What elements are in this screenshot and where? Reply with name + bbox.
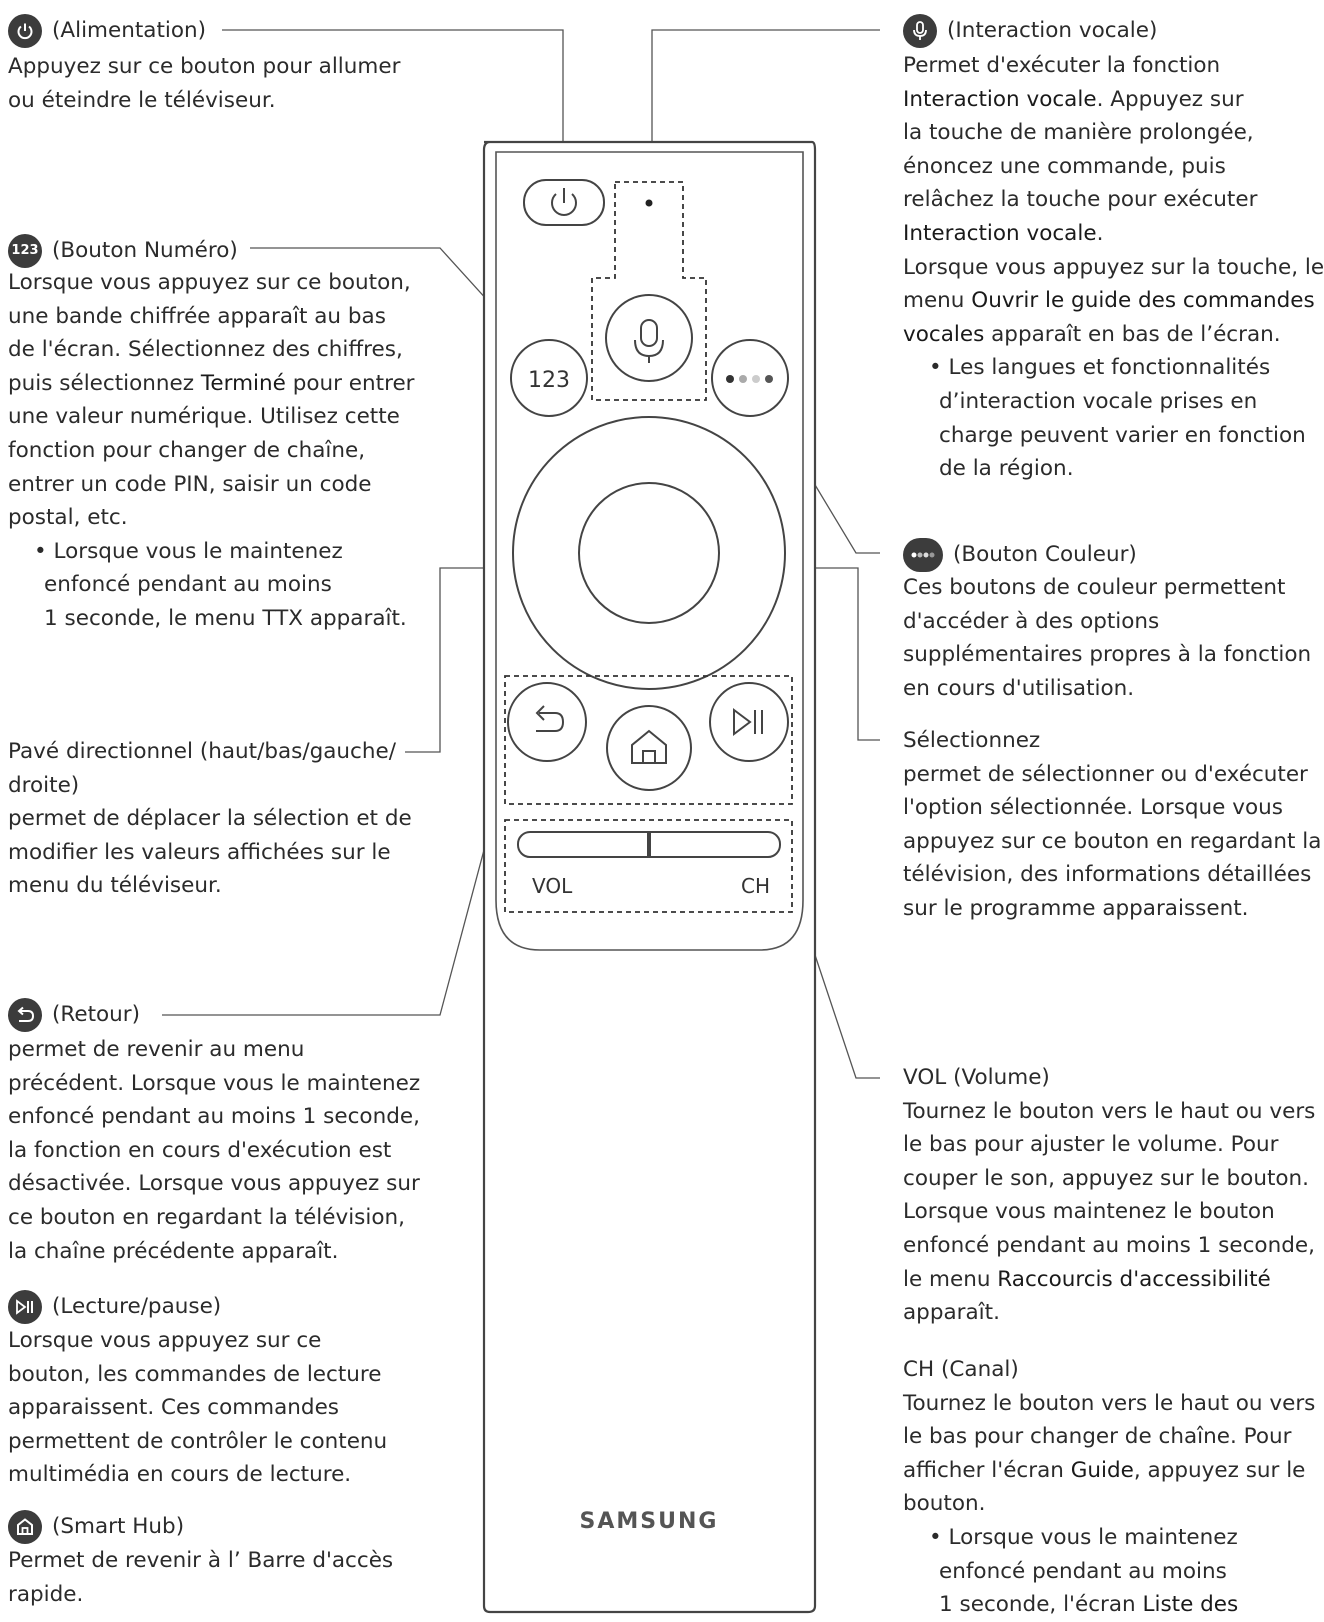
number-heading: 123 (Bouton Numéro)	[8, 234, 238, 268]
color-heading: (Bouton Couleur)	[903, 538, 1137, 572]
number-button-label: 123	[528, 368, 570, 393]
back-title: (Retour)	[52, 1002, 141, 1027]
back-desc: permet de revenir au menu précédent. Lor…	[8, 1037, 421, 1264]
power-desc: Appuyez sur ce bouton pour allumer ou ét…	[8, 54, 401, 113]
number-icon: 123	[8, 234, 42, 268]
color-button[interactable]	[711, 339, 789, 417]
voice-desc: Permet d'exécuter la fonction Interactio…	[903, 53, 1324, 482]
mic-dot	[645, 199, 653, 207]
vol-callout-line	[799, 909, 880, 1079]
color-desc: Ces boutons de couleur permettent d'accé…	[903, 575, 1312, 701]
home-button[interactable]	[606, 705, 692, 791]
remote-control: 123 VOL CH SAMSUNG	[482, 140, 817, 1614]
power-icon	[8, 14, 42, 48]
microphone-icon	[903, 14, 937, 48]
number-button[interactable]: 123	[510, 339, 588, 417]
back-heading: (Retour)	[8, 998, 140, 1032]
power-button[interactable]	[523, 179, 605, 226]
voice-zone-outline	[591, 181, 707, 401]
hub-heading: (Smart Hub)	[8, 1510, 184, 1544]
nav-buttons-zone	[504, 675, 793, 805]
play-pause-button[interactable]	[709, 682, 789, 762]
vol-title: VOL (Volume)	[903, 1065, 1050, 1090]
voice-button[interactable]	[605, 294, 693, 382]
brand-logo: SAMSUNG	[580, 1509, 719, 1534]
play-pause-icon	[8, 1290, 42, 1324]
play-title: (Lecture/pause)	[52, 1294, 222, 1319]
voice-heading: (Interaction vocale)	[903, 14, 1157, 48]
back-button[interactable]	[507, 682, 587, 762]
color-title: (Bouton Couleur)	[953, 542, 1137, 567]
back-icon	[8, 998, 42, 1032]
hub-desc: Permet de revenir à l’ Barre d'accès rap…	[8, 1548, 394, 1607]
voice-title: (Interaction vocale)	[947, 18, 1158, 43]
vol-desc: VOL (Volume) Tournez le bouton vers le h…	[903, 1061, 1315, 1330]
dpad-desc: Pavé directionnel (haut/bas/gauche/ droi…	[8, 739, 412, 899]
voice-callout-line	[651, 29, 880, 180]
remote-inner-panel	[495, 151, 804, 951]
vol-label: VOL	[532, 874, 573, 898]
play-desc: Lorsque vous appuyez sur ce bouton, les …	[8, 1328, 388, 1488]
home-icon	[8, 1510, 42, 1544]
number-title: (Bouton Numéro)	[52, 238, 238, 263]
ch-desc: CH (Canal) Tournez le bouton vers le hau…	[903, 1353, 1315, 1622]
power-heading: (Alimentation)	[8, 14, 206, 48]
ch-label: CH	[741, 874, 770, 898]
number-desc: Lorsque vous appuyez sur ce bouton, une …	[8, 270, 415, 631]
color-buttons-icon	[903, 538, 943, 572]
ch-title: CH (Canal)	[903, 1357, 1019, 1382]
select-title: Sélectionnez	[903, 728, 1041, 753]
select-desc: Sélectionnez permet de sélectionner ou d…	[903, 724, 1321, 926]
back-callout-line	[162, 789, 501, 1016]
rocker-zone	[504, 819, 793, 913]
hub-title: (Smart Hub)	[52, 1514, 185, 1539]
select-button[interactable]	[578, 482, 720, 624]
power-title: (Alimentation)	[52, 18, 207, 43]
play-heading: (Lecture/pause)	[8, 1290, 221, 1324]
power-callout-line	[222, 29, 564, 180]
